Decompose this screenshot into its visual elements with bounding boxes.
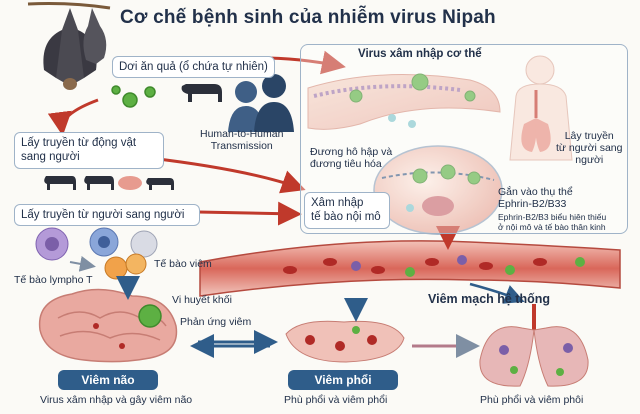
- brain-illustration: [38, 288, 178, 363]
- human-transmission-label: Human-to-Human Transmission: [200, 128, 283, 152]
- virus-cluster-bat: [111, 85, 156, 108]
- airway-tissue: [307, 73, 501, 130]
- respiratory-torso: [509, 55, 573, 161]
- receptor-note: Ephrin-B2/B3 biểu hiên thiếu ở nội mô và…: [498, 212, 606, 232]
- airway-label: Đương hô hập và đương tiêu hóa: [310, 146, 392, 170]
- airway-line2: đương tiêu hóa: [310, 158, 382, 170]
- pulmonary-caption-mid: Phù phổi và viêm phổi: [284, 394, 388, 406]
- lungs-illustration: [479, 304, 589, 387]
- person-transmission-box: Lấy truyền từ người sang người: [14, 204, 200, 227]
- receptor-line2: Ephrin-B2/B33: [498, 198, 567, 210]
- receptor-line1: Gắn vào thụ thể: [498, 186, 573, 198]
- pneumonia-badge: Viêm phổi: [288, 370, 398, 390]
- arrow-cells-to-tcell: [69, 255, 96, 272]
- animal-transmission-box: Lấy truyền từ động vật sang người: [14, 132, 164, 169]
- human-silhouettes: [228, 74, 294, 132]
- systemic-vasculitis-label: Viêm mạch hệ thống: [428, 292, 551, 306]
- endothelial-line1: Xâm nhập: [311, 197, 364, 209]
- human-transmission-line1: Human-to-Human: [200, 128, 284, 140]
- endothelial-entry-box: Xâm nhập tế bào nội mô: [304, 192, 390, 229]
- pulmonary-tissue: [285, 320, 405, 363]
- bat-reservoir-label: Dơi ăn quả (ổ chứa tự nhiên): [112, 56, 275, 79]
- page-title: Cơ chế bệnh sinh của nhiễm virus Nipah: [120, 7, 496, 28]
- animal-transmission-line1: Lấy truyền từ động vật: [21, 137, 137, 149]
- right-transmission-line1: Lây truyền: [564, 130, 614, 142]
- receptor-note-line2: ở nội mô và tế bào thân kinh: [498, 222, 606, 232]
- immune-cells: [35, 227, 158, 280]
- arrow-animals-to-entry: [149, 156, 306, 194]
- microthrombi-label: Vi huyết khối: [172, 294, 232, 306]
- farm-animals-row: [44, 176, 174, 190]
- receptor-note-line1: Ephrin-B2/B3 biểu hiên thiếu: [498, 212, 607, 222]
- pulmonary-caption-right: Phù phổi và viêm phôi: [480, 394, 584, 406]
- human-transmission-line2: Transmission: [210, 140, 273, 152]
- right-transmission-line3: người: [575, 154, 604, 166]
- cow-icon: [181, 84, 222, 102]
- arrow-person-to-vessel: [197, 201, 302, 226]
- arrow-bat-to-animals: [47, 98, 99, 136]
- inflammatory-cell-label: Tế bào viêm: [154, 258, 212, 270]
- endothelial-line2: tế bào nội mô: [311, 211, 381, 224]
- encephalitis-badge: Viêm não: [58, 370, 158, 390]
- receptor-label: Gắn vào thụ thể Ephrin-B2/B33: [498, 186, 573, 210]
- airway-line1: Đương hô hập và: [310, 146, 393, 158]
- right-transmission-label: Lây truyền từ người sang người: [556, 130, 622, 166]
- encephalitis-caption: Virus xâm nhập và gây viêm não: [40, 394, 193, 406]
- right-transmission-line2: từ người sang: [556, 142, 623, 154]
- entry-panel-title: Virus xâm nhập cơ thể: [358, 48, 482, 60]
- bat-illustration: [27, 2, 111, 90]
- arrow-systemic: [469, 282, 525, 304]
- t-cell-label: Tế bào lympho T: [14, 274, 93, 286]
- animal-transmission-line2: sang người: [21, 151, 80, 164]
- inflammatory-response-label: Phản ứng viêm: [180, 316, 252, 328]
- blood-vessel: [199, 240, 621, 297]
- entry-panel: [300, 44, 628, 234]
